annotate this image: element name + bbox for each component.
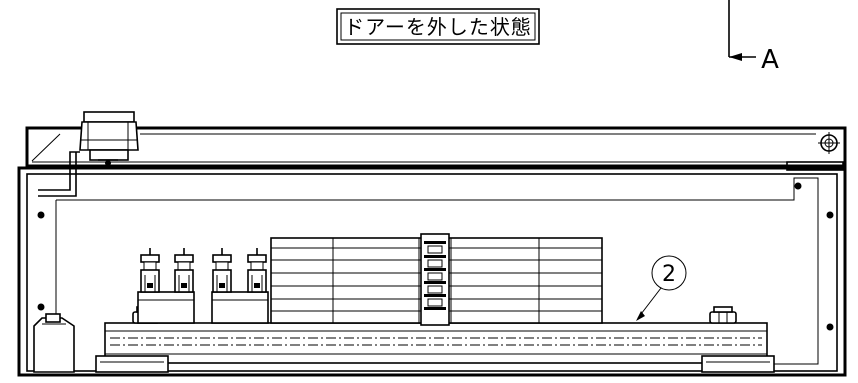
fuse-holder-group-1 <box>137 291 195 324</box>
title-text: ドアーを外した状態 <box>344 15 532 39</box>
cabinet-body <box>17 166 847 377</box>
cylinder-lock <box>38 111 139 197</box>
section-arrow-icon <box>729 53 742 61</box>
mounting-stud-icon <box>37 182 834 331</box>
terminal-screw-2 <box>174 248 194 293</box>
section-label: A <box>761 45 779 75</box>
top-rail <box>25 126 847 171</box>
title-box: ドアーを外した状態 <box>336 8 540 45</box>
balloon-callout: 2 <box>636 255 687 321</box>
corner-bracket <box>33 313 75 373</box>
terminal-screw-3 <box>212 248 232 293</box>
base-plate <box>60 322 775 377</box>
section-marker: A <box>728 0 779 75</box>
leader-arrow-icon <box>636 311 645 321</box>
fuse-holder-group-2 <box>211 291 269 324</box>
base-bolt-right <box>709 306 737 324</box>
balloon-number: 2 <box>662 262 676 287</box>
terminal-screw-1 <box>140 248 160 293</box>
terminal-screw-4 <box>247 248 267 293</box>
connector-strip <box>420 233 450 326</box>
